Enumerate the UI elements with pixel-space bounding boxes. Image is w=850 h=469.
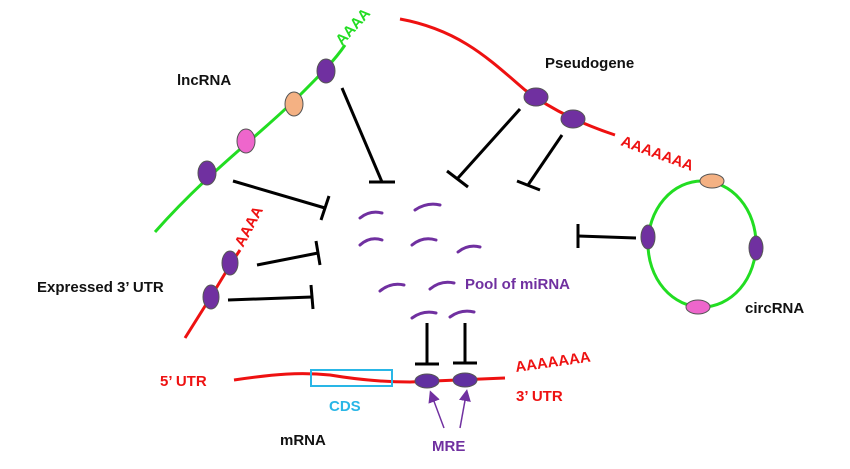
pseudogene-strand: AAAAAAA bbox=[399, 17, 696, 175]
label-mre: MRE bbox=[432, 438, 465, 455]
expressed-utr-mre-2 bbox=[202, 284, 220, 310]
inhibitor-pseudogene-1 bbox=[446, 107, 522, 189]
lncrna-mre-2 bbox=[197, 160, 217, 186]
expressed-utr-strand: AAAA bbox=[183, 203, 267, 339]
label-lncrna: lncRNA bbox=[177, 72, 231, 89]
lncrna-pink-site bbox=[236, 128, 256, 154]
circrna-ring bbox=[640, 173, 764, 315]
circrna-pink-site bbox=[685, 299, 711, 315]
expressed-utr-polya-tail: AAAA bbox=[232, 203, 267, 249]
label-pseudogene: Pseudogene bbox=[545, 55, 634, 72]
mirna-arc bbox=[456, 244, 482, 254]
lncrna-polya-tail: AAAA bbox=[332, 5, 374, 49]
pseudogene-mre-2 bbox=[560, 109, 586, 129]
inhibition-arrows bbox=[227, 87, 637, 366]
mirna-arc bbox=[358, 210, 384, 220]
lncrna-mre-1 bbox=[316, 58, 336, 84]
label-3-utr: 3’ UTR bbox=[516, 388, 563, 405]
mirna-arc bbox=[413, 202, 442, 212]
inhibitor-mrna-1 bbox=[415, 323, 439, 366]
mirna-arc bbox=[410, 237, 438, 247]
pseudogene-polya-tail: AAAAAAA bbox=[619, 133, 696, 175]
inhibitor-lncrna-2 bbox=[232, 179, 331, 221]
circrna-peach-site bbox=[699, 173, 725, 189]
mrna-polya-tail: AAAAAAA bbox=[514, 349, 592, 376]
inhibitor-mrna-2 bbox=[453, 323, 477, 365]
mirna-arc bbox=[448, 309, 476, 319]
mirna-arc bbox=[428, 280, 456, 291]
mrna-strand: AAAAAAA bbox=[233, 349, 592, 389]
mrna-mre-2 bbox=[452, 372, 478, 388]
label-cds: CDS bbox=[329, 398, 361, 415]
label-expressed-utr: Expressed 3’ UTR bbox=[37, 279, 164, 296]
circrna-mre-right bbox=[748, 235, 764, 261]
lncrna-strand: AAAA bbox=[153, 5, 374, 233]
label-mrna: mRNA bbox=[280, 432, 326, 449]
label-circrna: circRNA bbox=[745, 300, 804, 317]
mirna-arc bbox=[358, 237, 384, 247]
circrna-mre-left bbox=[640, 224, 656, 250]
inhibitor-expressed-utr-2 bbox=[227, 284, 315, 310]
mre-pointer-arrows bbox=[428, 389, 471, 429]
lncrna-peach-site bbox=[284, 91, 304, 117]
label-5-utr: 5’ UTR bbox=[160, 373, 207, 390]
inhibitor-circrna bbox=[576, 224, 637, 248]
inhibitor-pseudogene-2 bbox=[516, 134, 564, 192]
cds-box bbox=[310, 369, 393, 387]
mirna-arc bbox=[378, 282, 406, 293]
label-pool-of-mirna: Pool of miRNA bbox=[465, 276, 570, 293]
mrna-mre-1 bbox=[414, 373, 440, 389]
inhibitor-lncrna-1 bbox=[340, 87, 395, 184]
inhibitor-expressed-utr-1 bbox=[256, 240, 322, 267]
mirna-arc bbox=[410, 310, 438, 320]
pseudogene-mre-1 bbox=[523, 87, 549, 107]
expressed-utr-mre-1 bbox=[221, 250, 239, 276]
mirna-pool bbox=[358, 202, 482, 320]
